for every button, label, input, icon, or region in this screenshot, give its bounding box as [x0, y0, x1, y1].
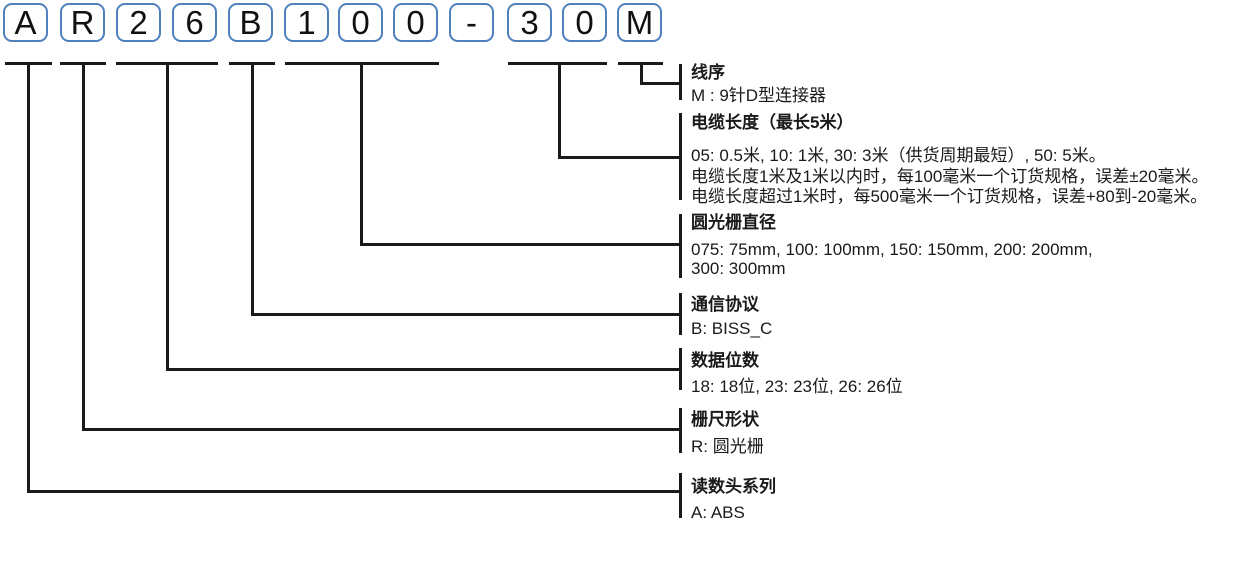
section-title-cable-length: 电缆长度（最长5米）	[691, 113, 854, 132]
connector-drop-a	[27, 62, 30, 492]
connector-elbow-26	[166, 368, 681, 371]
code-char-box: 1	[284, 3, 329, 42]
section-title-diameter: 圆光栅直径	[691, 213, 776, 232]
connector-tick-protocol	[679, 293, 682, 335]
code-char: 0	[351, 4, 370, 41]
code-char: M	[625, 4, 654, 41]
connector-drop-m	[640, 62, 643, 84]
connector-tick-cable-length	[679, 113, 682, 200]
connector-elbow-30	[558, 156, 681, 159]
section-line: B: BISS_C	[691, 319, 773, 338]
code-char: 0	[406, 4, 425, 41]
section-line: 电缆长度超过1米时，每500毫米一个订货规格，误差+80到-20毫米。	[691, 187, 1208, 206]
code-char: -	[466, 4, 477, 41]
code-char-box: B	[228, 3, 273, 42]
code-char-box: M	[617, 3, 662, 42]
connector-drop-26	[166, 62, 169, 370]
code-char-box: 6	[172, 3, 217, 42]
code-char: A	[14, 4, 37, 41]
code-char: B	[239, 4, 262, 41]
code-char-box: 0	[393, 3, 438, 42]
section-line: A: ABS	[691, 503, 745, 522]
code-char-box: 0	[338, 3, 383, 42]
code-char: 3	[520, 4, 539, 41]
section-title-wire-order: 线序	[691, 63, 725, 82]
section-line: 075: 75mm, 100: 100mm, 150: 150mm, 200: …	[691, 240, 1093, 259]
connector-drop-100	[360, 62, 363, 245]
code-char: 2	[129, 4, 148, 41]
connector-tick-scale-shape	[679, 408, 682, 453]
section-line: 电缆长度1米及1米以内时，每100毫米一个订货规格，误差±20毫米。	[691, 167, 1209, 186]
code-char: 1	[297, 4, 316, 41]
connector-tick-diameter	[679, 214, 682, 278]
code-char-box: 3	[507, 3, 552, 42]
code-char: 0	[575, 4, 594, 41]
connector-tick-wire-order	[679, 64, 682, 100]
connector-underline-30	[508, 62, 607, 65]
section-line: R: 圆光栅	[691, 437, 764, 456]
code-char-box: 0	[562, 3, 607, 42]
section-title-protocol: 通信协议	[691, 295, 759, 314]
section-line: 300: 300mm	[691, 259, 786, 278]
section-title-scale-shape: 栅尺形状	[691, 410, 759, 429]
code-char-box: A	[3, 3, 48, 42]
connector-elbow-100	[360, 243, 681, 246]
section-line: 05: 0.5米, 10: 1米, 30: 3米（供货周期最短）, 50: 5米…	[691, 146, 1106, 165]
connector-elbow-m	[640, 82, 681, 85]
code-char-box: 2	[116, 3, 161, 42]
connector-tick-data-bits	[679, 348, 682, 390]
connector-drop-r	[82, 62, 85, 430]
code-char: R	[70, 4, 95, 41]
code-char: 6	[185, 4, 204, 41]
section-title-data-bits: 数据位数	[691, 351, 759, 370]
section-line: M : 9针D型连接器	[691, 86, 827, 105]
connector-elbow-b	[251, 313, 681, 316]
section-title-readhead-series: 读数头系列	[691, 477, 776, 496]
connector-drop-b	[251, 62, 254, 315]
code-char-box: R	[60, 3, 105, 42]
connector-drop-30	[558, 62, 561, 158]
code-char-box: -	[449, 3, 494, 42]
section-line: 18: 18位, 23: 23位, 26: 26位	[691, 377, 903, 396]
connector-elbow-a	[27, 490, 681, 493]
connector-tick-readhead	[679, 473, 682, 518]
connector-elbow-r	[82, 428, 681, 431]
